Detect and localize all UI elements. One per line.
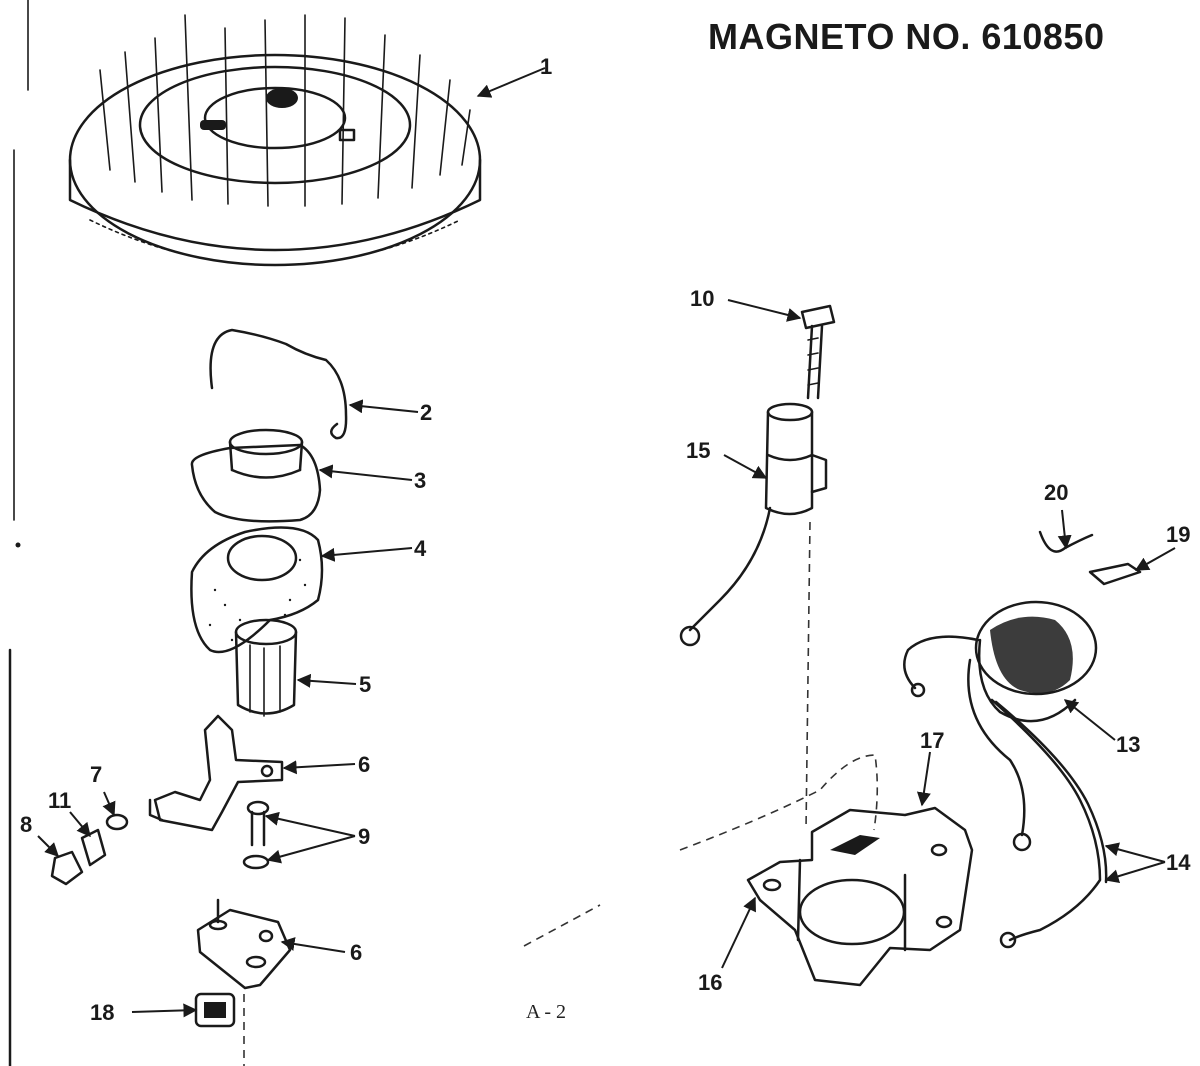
callout-6-lower: 6 — [350, 940, 362, 965]
callout-labels: 1 2 3 4 5 6 6 7 8 9 10 11 13 14 15 16 17… — [20, 54, 1191, 1025]
callout-6-upper: 6 — [358, 752, 370, 777]
callout-17: 17 — [920, 728, 944, 753]
part-6-breaker-arm — [148, 714, 284, 832]
callout-9: 9 — [358, 824, 370, 849]
callout-20: 20 — [1044, 480, 1068, 505]
callout-2: 2 — [420, 400, 432, 425]
callout-8: 8 — [20, 812, 32, 837]
callout-11: 11 — [48, 788, 71, 813]
part-4-gasket — [190, 526, 324, 654]
part-1-flywheel — [68, 14, 482, 267]
part-10-screw — [800, 304, 836, 400]
part-14-ground-wire — [990, 698, 1108, 949]
callout-4: 4 — [414, 536, 427, 561]
part-6-point-bracket — [196, 898, 292, 990]
diagram-title: MAGNETO NO. 610850 — [708, 16, 1105, 57]
callout-1: 1 — [540, 54, 552, 79]
part-2-spring-clip — [209, 328, 348, 440]
callout-18: 18 — [90, 1000, 114, 1025]
callout-leaders — [37, 67, 1176, 1018]
assembly-guide-lines — [243, 521, 879, 1066]
callout-19: 19 — [1166, 522, 1190, 547]
callout-7: 7 — [90, 762, 102, 787]
part-3-dust-cover — [190, 428, 322, 523]
part-13-coil — [903, 600, 1098, 852]
part-9-screw-washer — [242, 800, 270, 870]
part-19-spring — [1088, 562, 1142, 586]
part-17-housing — [746, 806, 974, 987]
callout-3: 3 — [414, 468, 426, 493]
callout-15: 15 — [686, 438, 710, 463]
page-edge-marks — [8, 0, 29, 1066]
callout-13: 13 — [1116, 732, 1140, 757]
callout-10: 10 — [690, 286, 714, 311]
part-5-bushing — [234, 618, 298, 717]
part-18-felt-block — [194, 992, 236, 1028]
part-7-11-8-hardware — [50, 813, 129, 886]
callout-16: 16 — [698, 970, 722, 995]
callout-5: 5 — [359, 672, 371, 697]
figure-code: A - 2 — [526, 1001, 566, 1023]
part-15-condenser — [679, 402, 828, 647]
callout-14: 14 — [1166, 850, 1191, 875]
